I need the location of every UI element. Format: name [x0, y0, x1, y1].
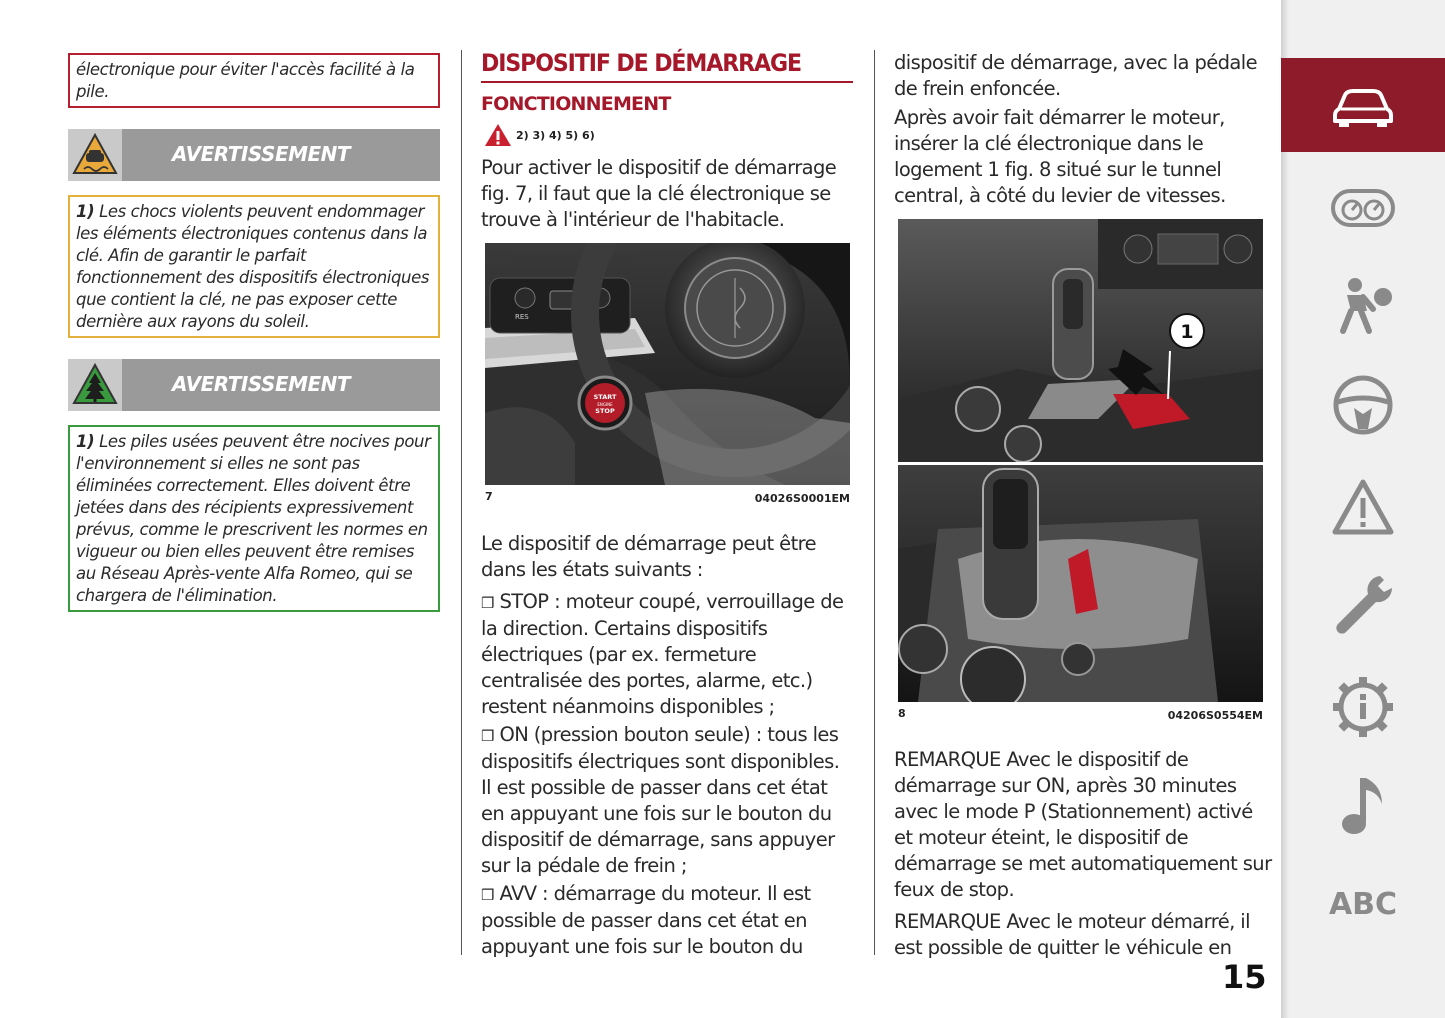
sidebar-item-multimedia[interactable] — [1281, 770, 1445, 840]
state-stop: ❒ STOP : moteur coupé, verrouillage de l… — [481, 589, 853, 720]
warning-icon-cell — [68, 129, 122, 181]
environment-tree-icon — [72, 362, 118, 404]
sidebar-item-technical-data[interactable] — [1281, 672, 1445, 742]
warning-ref-2: 1) — [76, 432, 95, 451]
start-button-line-1: START — [594, 393, 617, 401]
dashboard-icon — [1331, 189, 1395, 227]
sidebar-item-dashboard[interactable] — [1281, 176, 1445, 240]
figure-8-image: 1 — [898, 219, 1263, 702]
column-divider-2 — [874, 50, 875, 955]
warning-triangle-icon — [1332, 479, 1394, 535]
warning-box-2: 1) Les piles usées peuvent être nocives … — [68, 425, 440, 612]
continued-note-box: électronique pour éviter l'accès facilit… — [68, 53, 440, 108]
wrench-icon — [1336, 576, 1393, 634]
warning-label-1: AVERTISSEMENT — [172, 142, 351, 166]
state-on-text: ON (pression bouton seule) : tous les di… — [481, 723, 840, 877]
sidebar-item-maintenance[interactable] — [1281, 570, 1445, 640]
remark-2: REMARQUE Avec le moteur démarré, il est … — [894, 910, 1251, 959]
warning-refs: 2) 3) 4) 5) 6) — [516, 128, 595, 142]
warning-label-2: AVERTISSEMENT — [172, 372, 351, 396]
state-avv: ❒ AVV : démarrage du moteur. Il est poss… — [481, 881, 853, 960]
sidebar-item-driving[interactable] — [1281, 370, 1445, 440]
warning-text-1: Les chocs violents peuvent endommager le… — [76, 202, 430, 331]
intro-paragraph: Pour activer le dispositif de démarrage … — [481, 156, 837, 231]
states-intro: Le dispositif de démarrage peut être dan… — [481, 532, 817, 581]
figure-8-code: 04206S0554EM — [1167, 709, 1263, 722]
sidebar-item-car[interactable] — [1281, 58, 1445, 152]
checkbox-bullet-icon: ❒ — [481, 594, 494, 612]
state-on: ❒ ON (pression bouton seule) : tous les … — [481, 722, 853, 879]
steering-wheel-icon — [1333, 375, 1393, 435]
warning-icon-cell-2 — [68, 359, 122, 411]
page-number: 15 — [1222, 958, 1267, 996]
checkbox-bullet-icon: ❒ — [481, 886, 494, 904]
state-avv-text: AVV : démarrage du moteur. Il est possib… — [481, 882, 811, 958]
warning-triangle-icon — [485, 124, 511, 146]
music-note-icon — [1342, 778, 1382, 834]
warning-refs-line: 2) 3) 4) 5) 6) — [484, 123, 595, 147]
warning-text-2: Les piles usées peuvent être nocives pou… — [76, 432, 431, 605]
warning-box-1: 1) Les chocs violents peuvent endommager… — [68, 195, 440, 338]
section-heading: DISPOSITIF DE DÉMARRAGE — [481, 49, 802, 77]
warning-header-2: AVERTISSEMENT — [68, 359, 440, 411]
car-icon — [1333, 89, 1393, 127]
airbag-icon — [1340, 278, 1392, 334]
heading-rule — [481, 81, 853, 83]
start-button-line-3: STOP — [595, 407, 615, 415]
callout-1: 1 — [1180, 321, 1193, 343]
steering-wheel-photo: RES START ENGINE STOP — [485, 243, 850, 485]
remark-1: REMARQUE Avec le dispositif de démarrage… — [894, 748, 1272, 901]
continued-note-text: électronique pour éviter l'accès facilit… — [76, 60, 415, 101]
warning-ref-1: 1) — [76, 202, 95, 221]
sidebar-item-emergency[interactable] — [1281, 472, 1445, 542]
figure-8-number: 8 — [898, 707, 906, 720]
info-gear-icon — [1333, 677, 1393, 737]
checkbox-bullet-icon: ❒ — [481, 727, 494, 745]
state-stop-text: STOP : moteur coupé, verrouillage de la … — [481, 590, 844, 718]
sidebar-item-safety[interactable] — [1281, 270, 1445, 340]
figure-7-code: 04026S0001EM — [754, 492, 850, 505]
gear-tunnel-photos: 1 — [898, 219, 1263, 702]
sidebar-item-index[interactable]: ABC — [1281, 876, 1445, 932]
warning-header-1: AVERTISSEMENT — [68, 129, 440, 181]
states-list: ❒ STOP : moteur coupé, verrouillage de l… — [481, 589, 853, 960]
column-divider-1 — [461, 50, 462, 955]
res-switch-label: RES — [515, 313, 529, 321]
start-button-line-2: ENGINE — [597, 402, 613, 407]
figure-7-image: RES START ENGINE STOP — [485, 243, 850, 485]
slippery-road-warning-icon — [72, 132, 118, 174]
abc-index-label: ABC — [1328, 886, 1398, 922]
figure-7-number: 7 — [485, 490, 493, 503]
right-paragraph-1: dispositif de démarrage, avec la pédale … — [894, 51, 1258, 100]
right-paragraph-2: Après avoir fait démarrer le moteur, ins… — [894, 106, 1226, 207]
section-subheading: FONCTIONNEMENT — [481, 93, 671, 115]
